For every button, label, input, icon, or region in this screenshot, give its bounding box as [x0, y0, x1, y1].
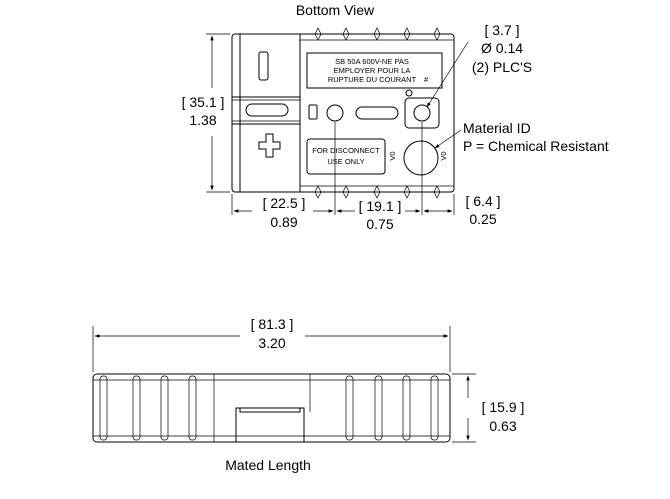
label-box [306, 52, 443, 89]
label-line-1: SB 50A 600V-NE PAS [335, 57, 409, 66]
mating-step-lip [239, 408, 301, 413]
mounting-hole-left [326, 104, 344, 122]
side-height-in: 0.63 [489, 418, 516, 434]
label-line-2: EMPLOYER POUR LA [334, 66, 411, 75]
mating-step-lower [235, 407, 305, 442]
mated-outline [92, 373, 451, 443]
material-id-circle [403, 140, 439, 176]
side-height-dimension: [ 15.9 ] 0.63 [452, 373, 525, 443]
bottom-view-title: Bottom View [296, 2, 375, 18]
material-p-label: P = Chemical Resistant [463, 138, 609, 154]
disconnect-line-1: FOR DISCONNECT [312, 146, 380, 155]
left-ribs [99, 375, 197, 441]
label-line-3: RUPTURE DU COURANT [328, 75, 417, 84]
mated-length-label: Mated Length [225, 457, 311, 473]
mated-side-view [92, 373, 451, 443]
hole-count: (2) PLC'S [472, 59, 532, 75]
label-hash: # [424, 75, 429, 84]
d3-in: 0.25 [469, 211, 496, 227]
height-in: 1.38 [189, 112, 216, 128]
d3-mm: [ 6.4 ] [465, 193, 500, 209]
hole-mm: [ 3.7 ] [484, 22, 519, 38]
d1-mm: [ 22.5 ] [263, 195, 306, 211]
length-mm: [ 81.3 ] [251, 316, 294, 332]
side-height-mm: [ 15.9 ] [482, 399, 525, 415]
bottom-bumps [314, 185, 441, 199]
material-callout: Material ID P = Chemical Resistant [434, 120, 609, 154]
length-dimension: [ 81.3 ] 3.20 [92, 316, 451, 372]
disconnect-line-2: USE ONLY [327, 157, 364, 166]
v0-right: V0 [439, 151, 448, 160]
center-oval-slot [355, 106, 399, 120]
small-dot [405, 89, 413, 97]
minus-slot [258, 51, 269, 81]
bottom-dimensions: [ 22.5 ] 0.89 [ 19.1 ] 0.75 [ 6.4 ] 0.25 [231, 122, 501, 232]
material-id-label: Material ID [463, 120, 531, 136]
length-in: 3.20 [258, 335, 285, 351]
top-bumps [314, 27, 441, 41]
right-ribs [345, 375, 439, 441]
mounting-hole-right [413, 104, 431, 122]
hole-diameter: Ø 0.14 [481, 40, 523, 56]
disconnect-box [306, 138, 386, 175]
height-mm: [ 35.1 ] [182, 94, 225, 110]
plus-symbol [258, 133, 281, 158]
d2-mm: [ 19.1 ] [359, 198, 402, 214]
d1-in: 0.89 [270, 214, 297, 230]
bottom-view-connector: SB 50A 600V-NE PAS EMPLOYER POUR LA RUPT… [231, 27, 455, 199]
height-dimension: [ 35.1 ] 1.38 [182, 33, 230, 193]
v0-left: V0 [388, 151, 397, 160]
d2-in: 0.75 [366, 216, 393, 232]
small-slot [308, 104, 318, 120]
hole-callout: [ 3.7 ] Ø 0.14 (2) PLC'S [426, 22, 532, 108]
left-oval-slot [245, 103, 289, 117]
